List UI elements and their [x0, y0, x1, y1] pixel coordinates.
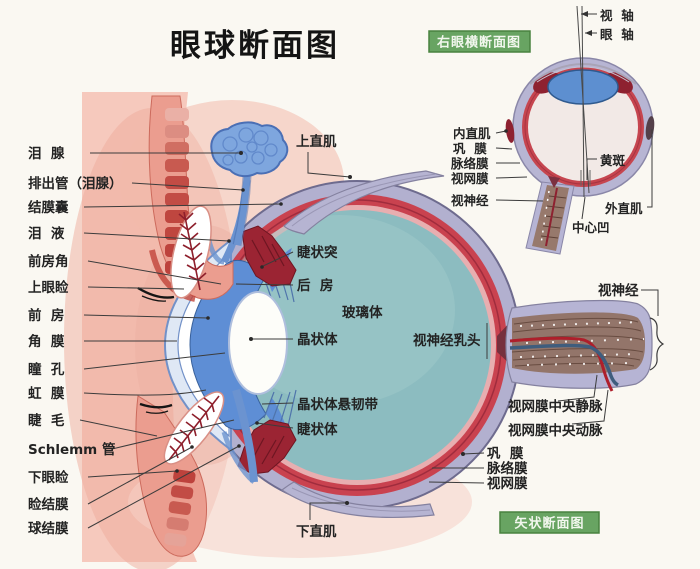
label-tear-fluid: 泪 液 [28, 225, 65, 242]
labels-right: 视神经 视网膜中央静脉 视网膜中央动脉 巩 膜 脉络膜 视网膜 [486, 282, 639, 492]
label-palpebral-conjunctiva: 睑结膜 [28, 496, 69, 513]
inferior-rectus-muscle [280, 481, 435, 519]
label-fovea: 中心凹 [572, 220, 610, 235]
inset-eye-diagram [505, 5, 655, 255]
label-optic-papilla: 视神经乳头 [413, 332, 481, 349]
inset-tag-label: 右眼横断面图 [436, 35, 521, 51]
label-pupil: 瞳 孔 [28, 361, 65, 378]
optical-axis-line [581, 5, 585, 198]
sagittal-tag-label: 矢状断面图 [514, 516, 584, 532]
label-lacrimal-gland: 泪 腺 [28, 145, 65, 162]
label-ciliary-process: 睫状突 [297, 244, 338, 261]
label-choroid: 脉络膜 [486, 460, 528, 477]
label-bulbar-conjunctiva: 球结膜 [28, 520, 69, 537]
label-inset-choroid: 脉络膜 [450, 156, 489, 171]
label-vitreous-body: 玻璃体 [342, 304, 383, 321]
label-visual-axis: 视 轴 [600, 8, 634, 23]
label-anterior-chamber: 前 房 [28, 307, 64, 324]
label-posterior-chamber: 后 房 [297, 277, 333, 294]
leader-dots [175, 129, 508, 505]
lens-shape [228, 291, 288, 395]
upper-eyelash [137, 286, 175, 299]
labels-left-column: 泪 腺 排出管（泪腺） 结膜囊 泪 液 前房角 上眼睑 前 房 角 膜 瞳 孔 … [28, 145, 123, 537]
label-iris: 虹 膜 [28, 385, 65, 402]
label-inferior-rectus: 下直肌 [296, 523, 337, 540]
lacrimal-gland-shape [210, 121, 289, 247]
label-inset-medial-rectus: 内直肌 [453, 126, 491, 141]
label-lower-eyelid: 下眼睑 [28, 469, 69, 486]
label-macula: 黄斑 [600, 153, 626, 168]
label-conjunctival-sac: 结膜囊 [28, 199, 69, 216]
optical-axis-arrowhead [585, 30, 592, 36]
label-optic-nerve: 视神经 [598, 282, 639, 299]
label-superior-rectus: 上直肌 [296, 133, 337, 150]
labels-inset: 视 轴 眼 轴 内直肌 巩 膜 脉络膜 视网膜 视神经 黄斑 外直肌 中心凹 [450, 8, 643, 235]
meibomian-gland-lower [168, 395, 220, 461]
label-ciliary-body: 睫状体 [297, 421, 338, 438]
label-cornea: 角 膜 [28, 333, 65, 350]
sagittal-tag: 矢状断面图 [499, 511, 600, 534]
inset-fovea-marks [580, 170, 591, 186]
ciliary-body-upper [241, 225, 297, 287]
central-retinal-vein-vessel [509, 343, 619, 387]
label-lens-zonule: 晶状体悬韧带 [297, 396, 378, 413]
label-lateral-rectus: 外直肌 [604, 201, 643, 216]
label-upper-eyelid: 上眼睑 [28, 279, 69, 296]
page-title: 眼球断面图 [170, 28, 340, 64]
lower-eyelash [139, 402, 173, 409]
label-anterior-chamber-angle: 前房角 [28, 253, 69, 270]
label-sclera: 巩 膜 [487, 445, 524, 462]
lacrimal-duct [233, 175, 251, 246]
label-retina: 视网膜 [487, 475, 528, 492]
label-optical-axis: 眼 轴 [600, 27, 634, 42]
label-eyelash: 睫 毛 [28, 412, 65, 429]
label-inset-retina: 视网膜 [451, 171, 489, 186]
label-inset-sclera: 巩 膜 [453, 141, 487, 156]
label-central-retinal-artery: 视网膜中央动脉 [508, 422, 603, 439]
inset-medial-rectus [505, 119, 515, 143]
superior-rectus-muscle [283, 170, 445, 235]
upper-eyelid-shape [137, 95, 234, 302]
lower-eyelid-shape [135, 391, 225, 557]
inset-tag: 右眼横断面图 [428, 30, 531, 53]
labels-center: 上直肌 下直肌 睫状突 后 房 玻璃体 晶状体 视神经乳头 晶状体悬韧带 睫状体 [296, 133, 481, 540]
label-lens: 晶状体 [297, 331, 338, 348]
nerve-speckles [519, 321, 645, 366]
label-central-retinal-vein: 视网膜中央静脉 [508, 398, 603, 415]
visual-axis-arrowhead [581, 11, 588, 17]
label-excretory-duct: 排出管（泪腺） [28, 175, 123, 192]
nerve-striations [511, 317, 644, 367]
label-inset-optic-nerve: 视神经 [451, 193, 489, 208]
meibomian-gland-upper [178, 211, 207, 291]
optic-nerve-main [497, 299, 665, 392]
optic-nerve-brace [649, 317, 665, 371]
label-schlemm-canal: Schlemm 管 [28, 441, 115, 458]
leader-lines [79, 13, 659, 529]
